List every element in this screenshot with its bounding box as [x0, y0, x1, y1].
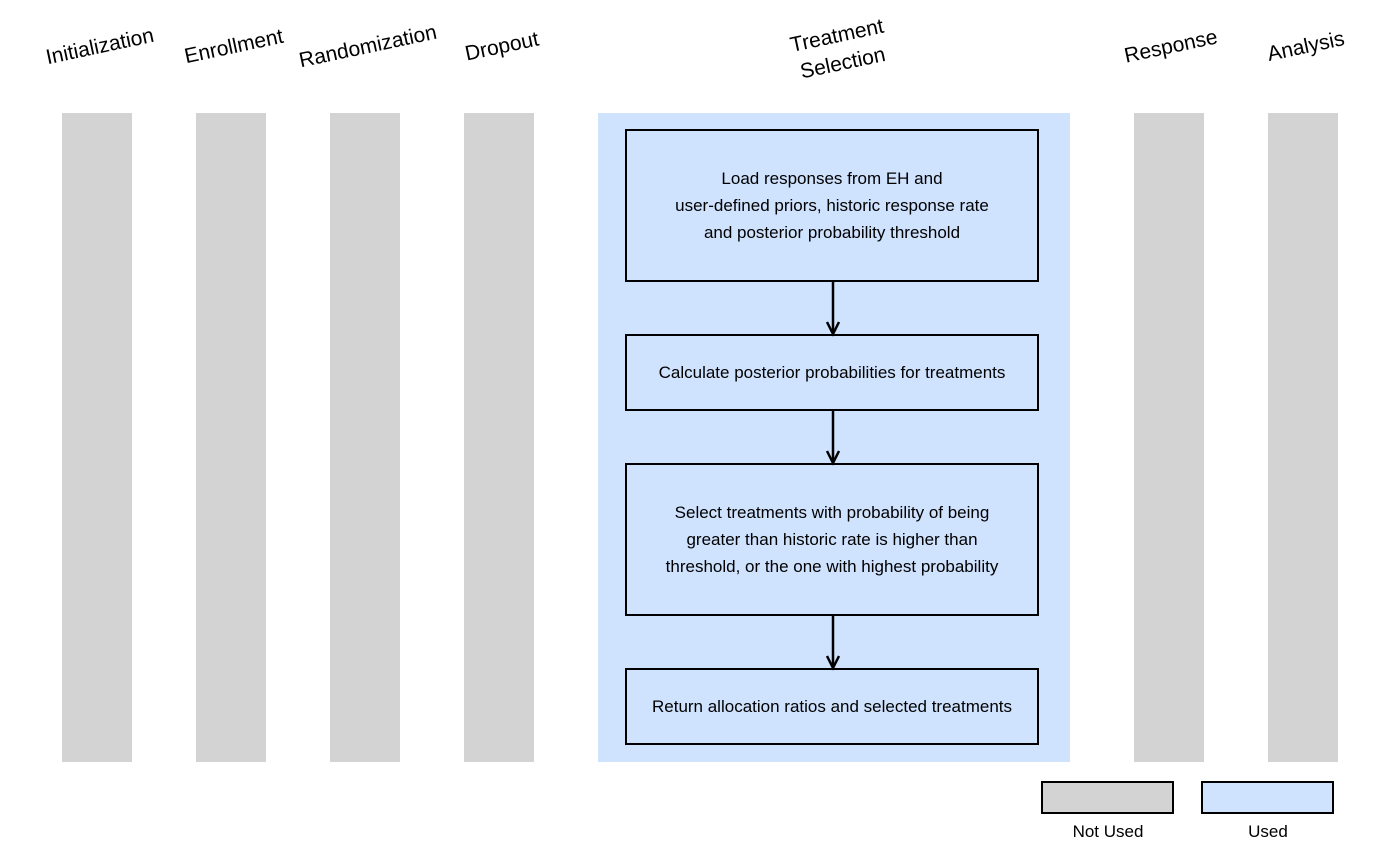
- step-load-responses-text: Load responses from EH and user-defined …: [675, 169, 989, 242]
- lane-dropout: [464, 113, 534, 762]
- lane-initialization: [62, 113, 132, 762]
- step-select-treatments-text: Select treatments with probability of be…: [665, 503, 999, 576]
- arrow-2-head: [825, 450, 841, 466]
- arrow-1-head: [825, 321, 841, 337]
- step-calculate-posterior-text: Calculate posterior probabilities for tr…: [658, 363, 1006, 382]
- step-calculate-posterior: Calculate posterior probabilities for tr…: [625, 334, 1039, 411]
- lane-response: [1134, 113, 1204, 762]
- lane-randomization: [330, 113, 400, 762]
- step-load-responses: Load responses from EH and user-defined …: [625, 129, 1039, 282]
- step-return-allocation-text: Return allocation ratios and selected tr…: [651, 697, 1013, 716]
- legend-label-used: Used: [1248, 822, 1288, 841]
- legend-label-not-used: Not Used: [1072, 822, 1144, 841]
- arrow-3-head: [825, 655, 841, 671]
- step-select-treatments: Select treatments with probability of be…: [625, 463, 1039, 616]
- lane-enrollment: [196, 113, 266, 762]
- step-return-allocation: Return allocation ratios and selected tr…: [625, 668, 1039, 745]
- legend-swatch-not-used: [1041, 781, 1174, 814]
- lane-analysis: [1268, 113, 1338, 762]
- legend-swatch-used: [1201, 781, 1334, 814]
